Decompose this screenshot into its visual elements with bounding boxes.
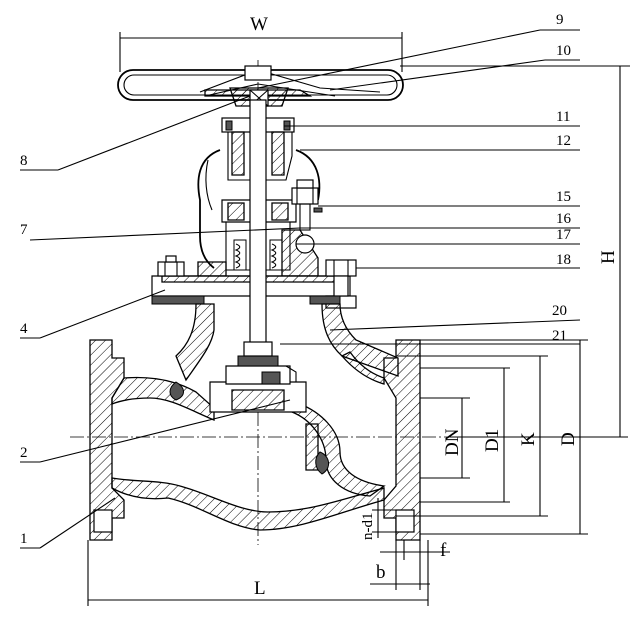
- part-label-16: 16: [556, 211, 572, 227]
- part-label-15: 15: [556, 189, 571, 205]
- dim-label-n-d1: n-d1: [360, 513, 376, 541]
- dim-label-k: K: [518, 432, 539, 446]
- dim-label-w: W: [250, 14, 268, 35]
- dim-label-b: b: [376, 562, 386, 583]
- dim-label-l: L: [254, 578, 266, 599]
- part-label-1: 1: [20, 531, 28, 547]
- part-label-21: 21: [552, 328, 567, 344]
- leader-lines: [20, 29, 581, 549]
- part-label-20: 20: [552, 303, 567, 319]
- part-label-9: 9: [556, 12, 564, 28]
- dim-label-d: D: [558, 432, 579, 446]
- part-label-8: 8: [20, 153, 28, 169]
- dimension-lines: [87, 32, 630, 606]
- part-label-17: 17: [556, 227, 572, 243]
- handwheel: [117, 65, 404, 107]
- part-label-4: 4: [20, 321, 28, 337]
- valve-disc: [209, 341, 307, 413]
- part-label-11: 11: [556, 109, 570, 125]
- eye-bolt: [291, 179, 323, 254]
- part-number-labels: 9 10 11 12 15 16 17 18 20 21 8 7 4 2 1: [20, 12, 572, 547]
- valve-body: [89, 303, 421, 541]
- part-label-7: 7: [20, 222, 28, 238]
- dim-label-d1: D1: [482, 429, 503, 452]
- yoke: [197, 117, 321, 269]
- part-label-10: 10: [556, 43, 571, 59]
- part-label-18: 18: [556, 252, 571, 268]
- part-label-2: 2: [20, 445, 28, 461]
- dim-label-dn: DN: [442, 428, 463, 456]
- stuffing-box: [197, 222, 319, 277]
- dim-label-h: H: [598, 250, 619, 264]
- valve-stem: [249, 99, 267, 363]
- dim-label-f: f: [440, 540, 447, 561]
- bolt-hole-right: [395, 509, 415, 533]
- bolt-hole-left: [93, 509, 113, 533]
- part-label-12: 12: [556, 133, 571, 149]
- dimension-labels: W H L DN D1 K D n-d1 f b: [250, 14, 619, 599]
